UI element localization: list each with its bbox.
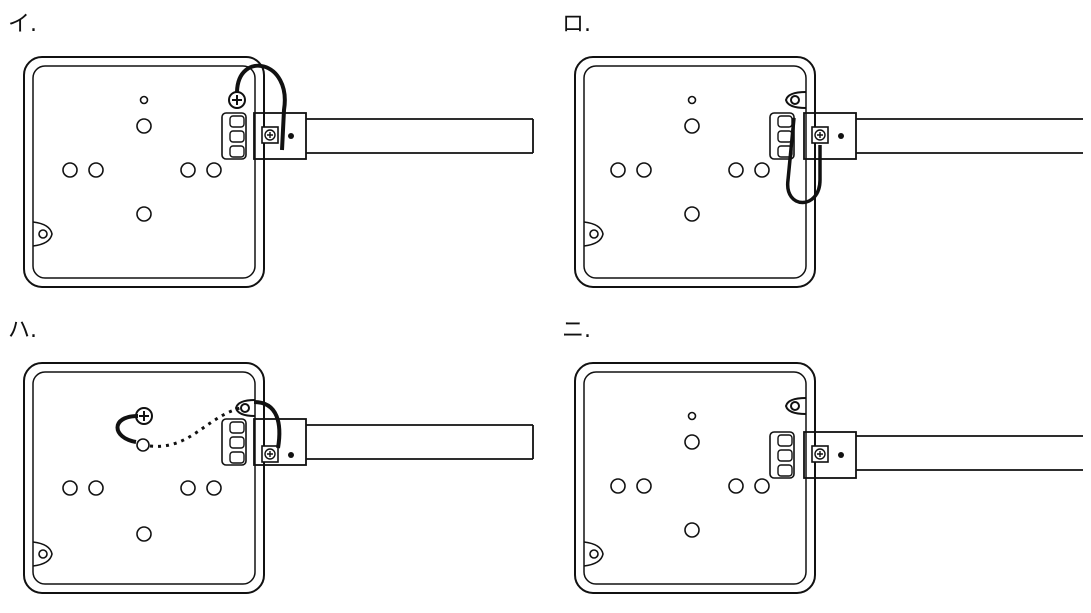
conduit-pipe (856, 118, 1083, 154)
bonding-wire-hidden (149, 406, 241, 448)
corner-lug-top-right (784, 397, 807, 415)
hole-left-1 (62, 162, 78, 178)
panel-ni: ニ. (548, 306, 1091, 612)
panel-label-ni: ニ. (562, 318, 591, 343)
outlet-box-outer (23, 56, 265, 288)
box-connector (803, 431, 857, 479)
panel-i: イ. (0, 0, 545, 306)
panel-ro: ロ. (548, 0, 1091, 306)
conduit-pipe (856, 435, 1083, 471)
corner-lug-top-right (784, 91, 807, 109)
corner-lug-top-right (234, 399, 256, 417)
box-connector (253, 112, 307, 160)
diagram-ro (574, 56, 1083, 288)
ground-screw-connector (261, 445, 294, 463)
panel-label-ro: ロ. (562, 12, 591, 37)
diagram-ha (23, 362, 534, 594)
locknut (221, 112, 247, 160)
outlet-box-inner (32, 65, 256, 279)
hole-top (136, 118, 152, 134)
ground-screw-connector (811, 445, 844, 463)
box-connector (253, 418, 307, 466)
hole-right-1 (180, 162, 196, 178)
panel-ha: ハ. (0, 306, 545, 612)
conduit-pipe (306, 424, 534, 460)
ground-screw-box (135, 407, 153, 425)
conduit-pipe (306, 118, 534, 154)
bonding-wire (235, 63, 287, 151)
bonding-wire-solid-left (115, 414, 139, 444)
bonding-wire (786, 117, 822, 205)
panel-label-i: イ. (8, 12, 37, 37)
ground-screw-connector (811, 126, 844, 144)
bonding-wire-solid-right (253, 400, 282, 449)
locknut (221, 418, 247, 466)
locknut (769, 431, 795, 479)
corner-lug-bottom-left (32, 221, 53, 247)
diagram-i (23, 56, 534, 288)
box-connector (803, 112, 857, 160)
hole-left-2 (88, 162, 104, 178)
hole-right-2 (206, 162, 222, 178)
hole-small (139, 95, 149, 105)
panel-label-ha: ハ. (8, 318, 37, 343)
diagram-ni (574, 362, 1083, 594)
hole-bottom (136, 206, 152, 222)
ground-screw-connector (261, 126, 294, 144)
ground-screw-box (228, 91, 246, 109)
